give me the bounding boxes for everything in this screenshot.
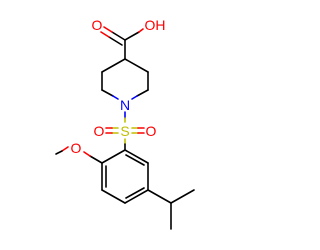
molecule-drawing: O OH N S O O O <box>55 17 195 230</box>
atom-nitrogen: N <box>120 97 130 113</box>
bond-ring-c6-n <box>136 89 149 97</box>
bond-ar-inner-2 <box>125 187 145 199</box>
bond-ar-c6-c1 <box>124 149 149 164</box>
atom-oh: OH <box>145 17 166 33</box>
atom-o-methoxy: O <box>71 140 82 156</box>
bond-ring-c4-c5 <box>124 58 149 73</box>
bond-ar-o-methoxy-a <box>89 155 103 164</box>
bond-cooh-to-oh <box>124 31 140 41</box>
bond-ar-c1-c2 <box>101 149 126 164</box>
bond-ipr-me-up <box>170 189 195 204</box>
bond-ring-c4-c3 <box>101 58 126 73</box>
structure-canvas: O OH N S O O O <box>55 17 195 230</box>
bond-cooh-to-o-double-a <box>111 31 126 41</box>
atom-sulfur: S <box>120 123 129 139</box>
bond-ar-c3-c4 <box>101 189 126 204</box>
bond-oh-end <box>138 28 144 33</box>
bond-ring-n-c2 <box>112 95 119 100</box>
bond-ring-c2-n <box>101 89 114 97</box>
atom-o-sulfonyl-right: O <box>146 123 157 139</box>
bond-o-methyl-a <box>61 146 69 152</box>
bond-o-methyl-b <box>55 150 63 155</box>
bond-ar-inner-3 <box>125 154 145 166</box>
bond-cooh-to-o-double-b <box>108 36 123 46</box>
bond-ar-o-methoxy-b <box>83 151 91 157</box>
bond-o-double-end-b <box>100 31 110 38</box>
bond-o-double-end-a <box>103 26 113 33</box>
atom-o-sulfonyl-left: O <box>94 123 105 139</box>
bond-ar-ipr <box>147 189 172 204</box>
atom-o-carbonyl: O <box>92 17 103 33</box>
bond-ar-c4-c5 <box>124 189 149 204</box>
bond-ring-n-c6 <box>131 95 138 100</box>
